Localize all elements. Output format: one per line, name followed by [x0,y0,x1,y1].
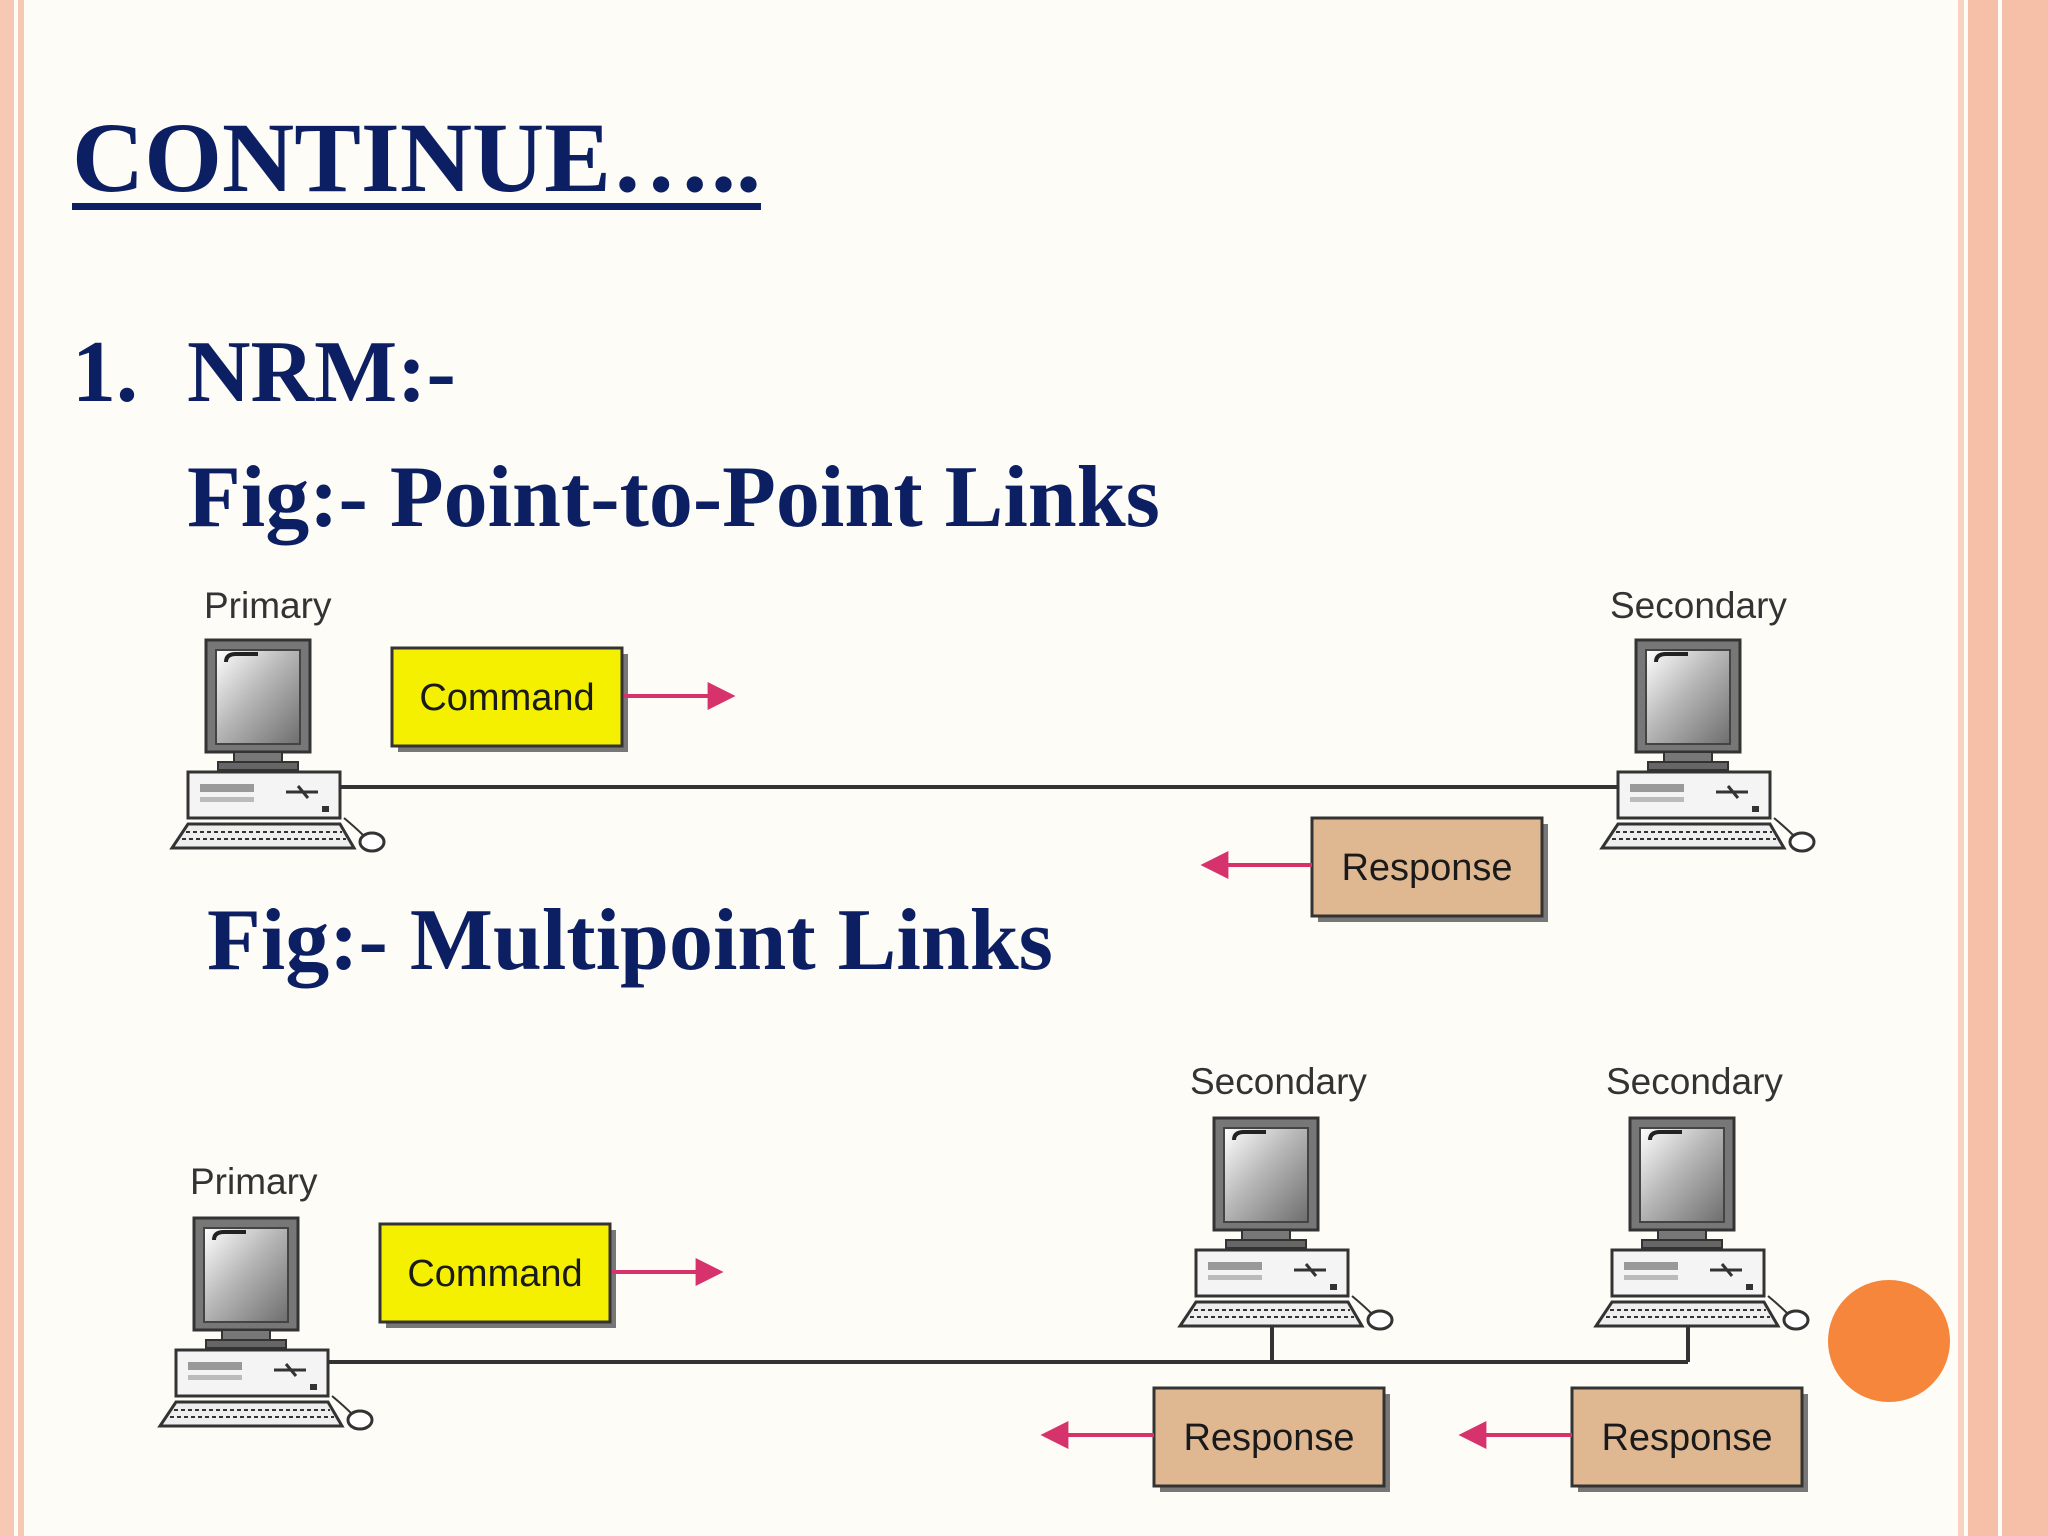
fig2-secondary1-label: Secondary [1190,1061,1367,1102]
fig1-command-box: Command [390,646,628,752]
item-label: NRM:- [187,324,456,421]
fig2-command-box: Command [378,1222,616,1328]
fig2-command-label: Command [407,1253,582,1295]
fig1-secondary-computer-icon [1600,638,1816,853]
right-border [1958,0,2048,1536]
fig1-response-label: Response [1341,847,1512,889]
fig1-response-box: Response [1310,816,1548,922]
fig1-primary-label: Primary [204,585,332,626]
fig2-response2-label: Response [1601,1417,1772,1459]
fig2-response1-label: Response [1183,1417,1354,1459]
fig2-secondary2-label: Secondary [1606,1061,1783,1102]
fig2-response1-box: Response [1152,1386,1390,1492]
fig2-response2-box: Response [1570,1386,1808,1492]
slide-title: CONTINUE….. [72,102,761,213]
fig1-command-label: Command [419,677,594,719]
figure2-diagram: Primary Secondary Secondary Command Resp… [158,1061,1810,1492]
fig1-secondary-label: Secondary [1610,585,1787,626]
fig2-secondary2-computer-icon [1594,1116,1810,1331]
fig2-secondary1-computer-icon [1178,1116,1394,1331]
fig1-primary-computer-icon [170,638,386,853]
item-number: 1. [72,324,138,421]
fig2-primary-computer-icon [158,1216,374,1431]
figure1-diagram: Primary Secondary Command Response [170,585,1816,922]
accent-dot [1828,1280,1950,1402]
item-heading: 1. NRM:- [72,322,456,423]
left-border [0,0,24,1536]
fig2-primary-label: Primary [190,1161,318,1202]
figure1-caption: Fig:- Point-to-Point Links [187,449,1160,546]
figure2-caption: Fig:- Multipoint Links [207,892,1053,989]
